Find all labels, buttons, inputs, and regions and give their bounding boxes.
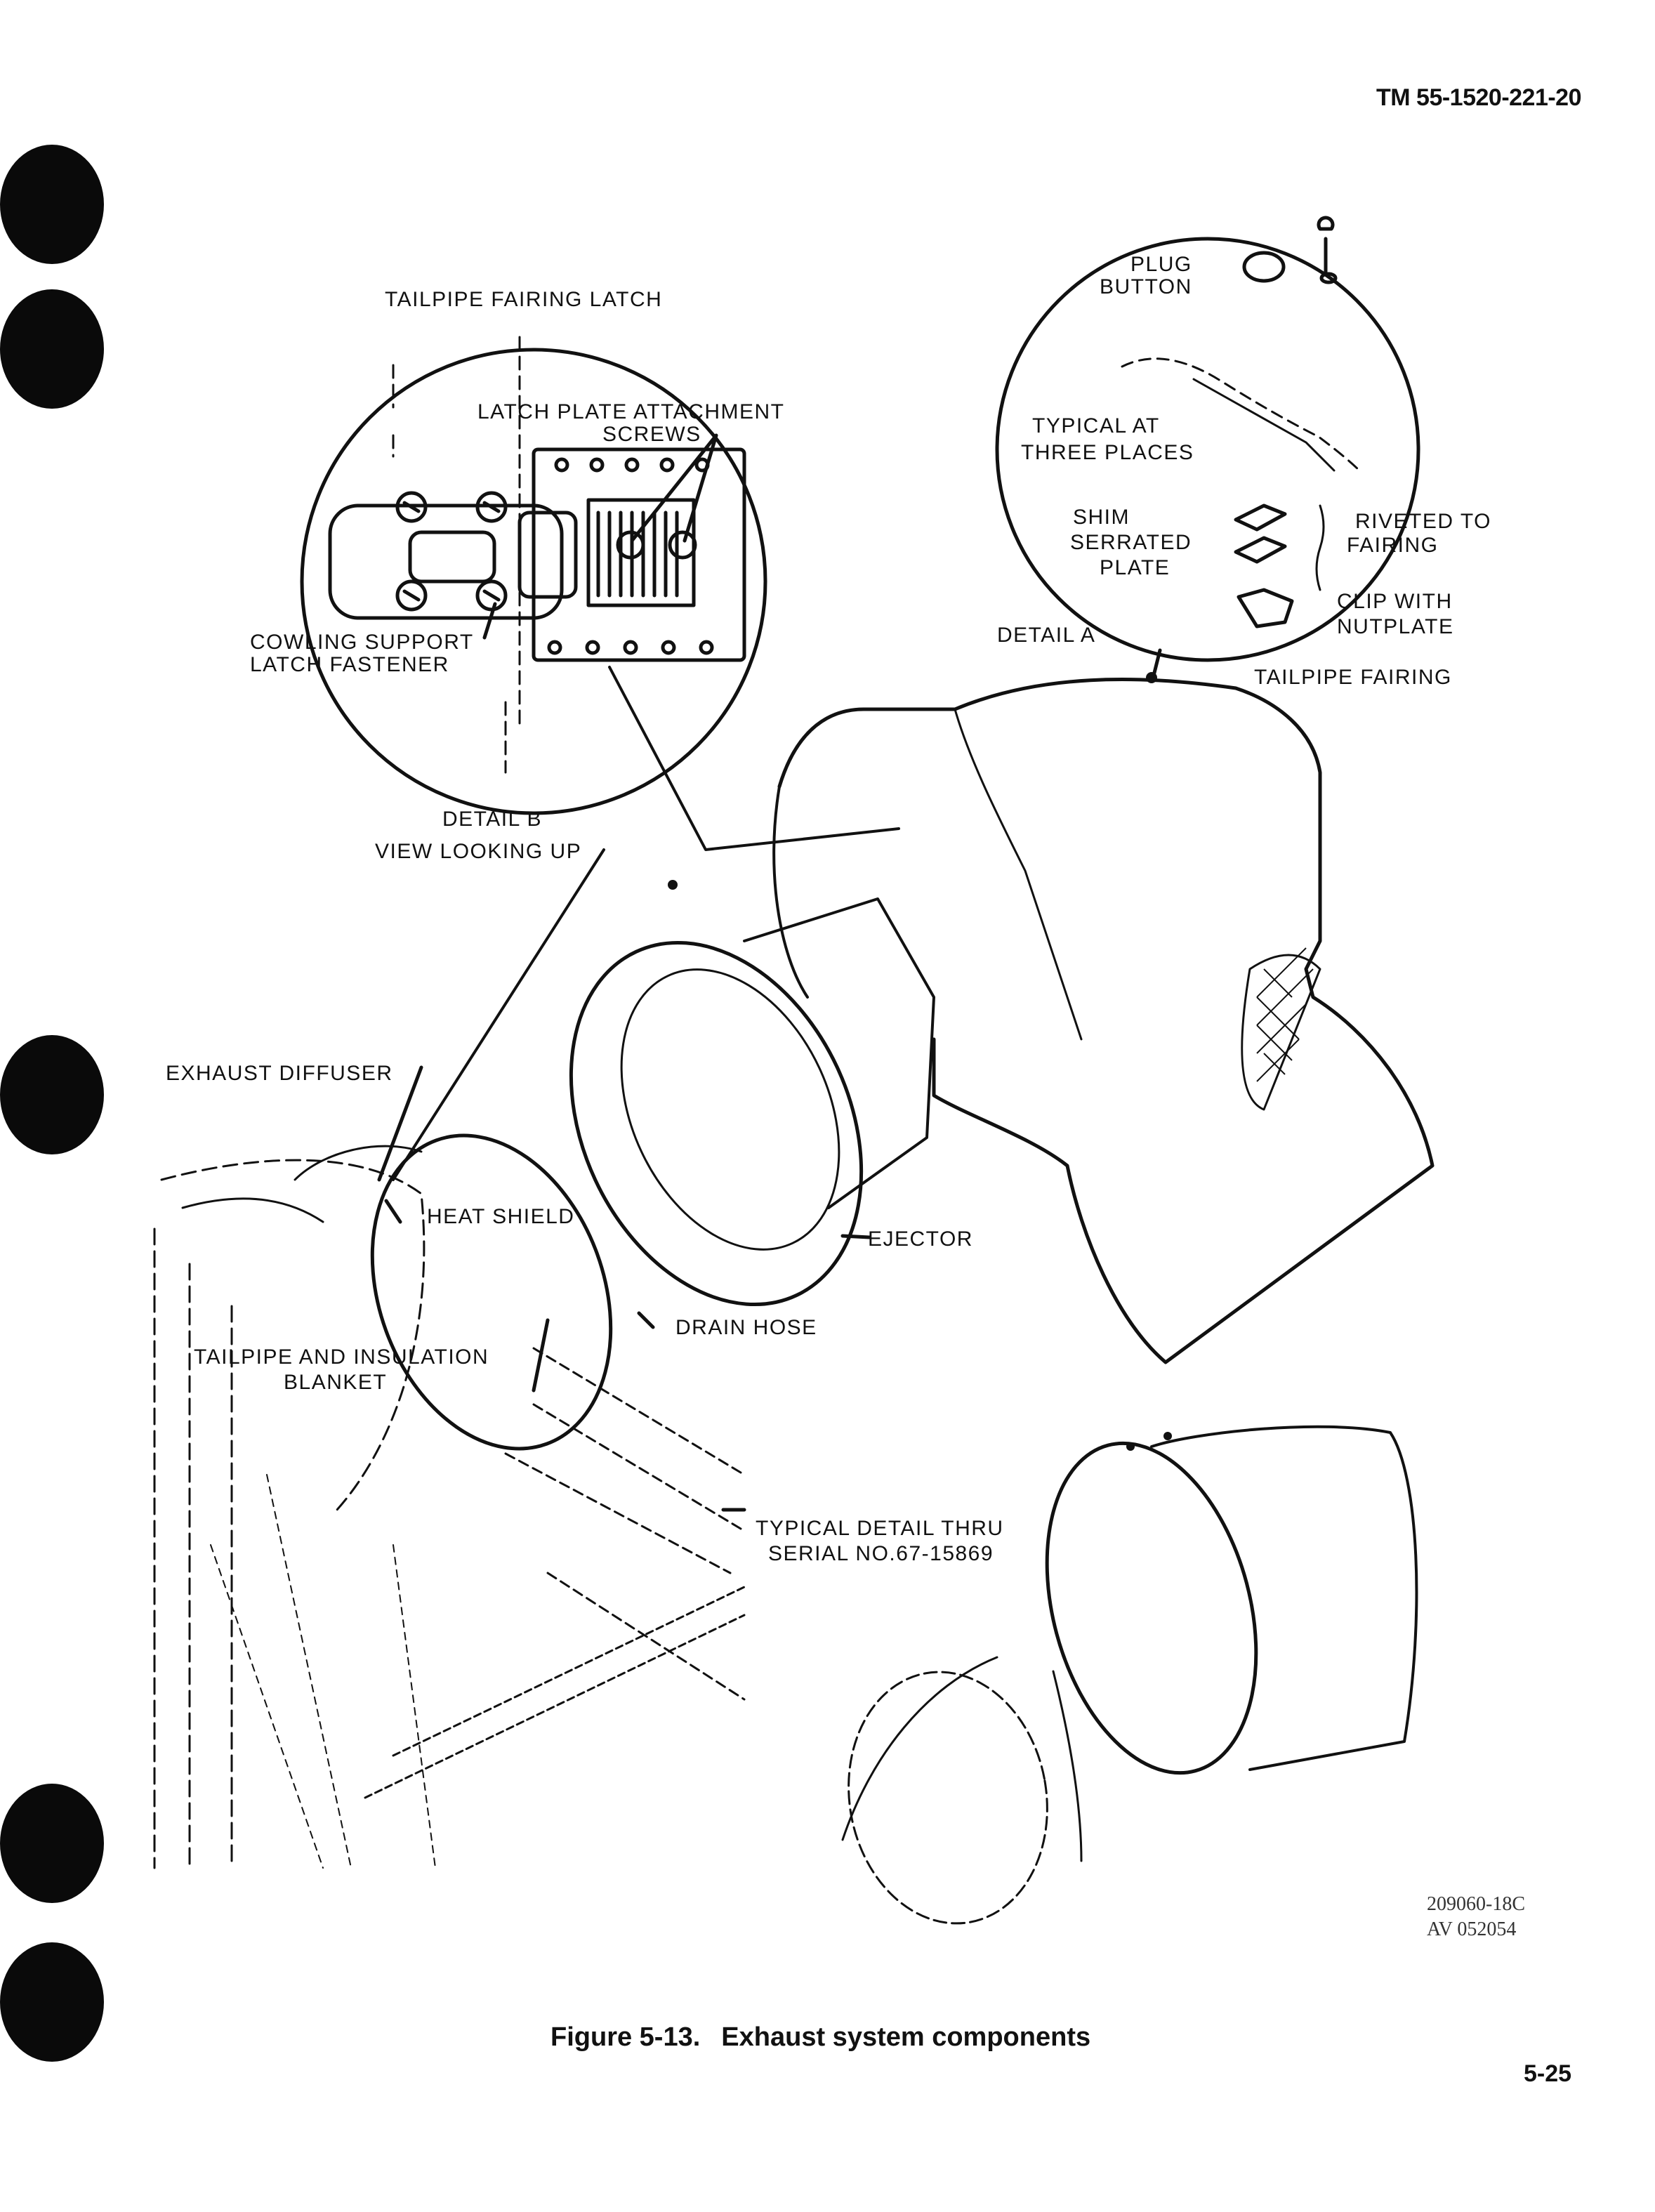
callout-tailpipe-fairing-latch: TAILPIPE FAIRING LATCH xyxy=(385,288,663,311)
callout-detail-a: DETAIL A xyxy=(997,624,1096,647)
callout-cowling-support-line2: LATCH FASTENER xyxy=(250,653,449,676)
page-number: 5-25 xyxy=(1524,2060,1572,2087)
callout-typical-line2: THREE PLACES xyxy=(1021,441,1194,464)
callout-tailpipe-fairing: TAILPIPE FAIRING xyxy=(1254,666,1452,689)
ejector xyxy=(569,940,864,1307)
callout-clip-line1: CLIP WITH xyxy=(1337,590,1453,613)
callout-riveted-line1: RIVETED TO xyxy=(1355,510,1491,533)
callout-tailpipe-insulation-line1: TAILPIPE AND INSULATION xyxy=(194,1345,489,1369)
heat-shield xyxy=(370,1133,613,1451)
tailpipe-fairing xyxy=(777,678,1435,1364)
callout-shim: SHIM xyxy=(1073,506,1130,529)
typical-detail-ejector xyxy=(1045,1441,1258,1775)
latch-body xyxy=(328,503,564,620)
figure-caption: Figure 5-13. Exhaust system components xyxy=(550,2022,1090,2053)
callout-riveted-line2: FAIRING xyxy=(1347,534,1439,557)
punch-hole-4 xyxy=(0,1784,104,1903)
callout-heat-shield: HEAT SHIELD xyxy=(427,1205,575,1228)
callout-latch-plate-line1: LATCH PLATE ATTACHMENT xyxy=(477,400,785,423)
callout-ejector: EJECTOR xyxy=(868,1227,973,1251)
detail-a-circle xyxy=(995,237,1420,662)
callout-plug-button-line1: PLUG xyxy=(1130,253,1192,276)
callout-detail-b-line2: VIEW LOOKING UP xyxy=(375,840,582,863)
callout-serrated-line2: PLATE xyxy=(1100,556,1171,579)
drawing-id: 209060-18C AV 052054 xyxy=(1427,1892,1525,1942)
callout-plug-button-line2: BUTTON xyxy=(1100,275,1192,298)
callout-drain-hose: DRAIN HOSE xyxy=(675,1316,817,1339)
callout-typical-line1: TYPICAL AT xyxy=(1032,414,1160,437)
punch-hole-2 xyxy=(0,289,104,409)
figure-caption-title: Exhaust system components xyxy=(721,2022,1091,2052)
callout-clip-line2: NUTPLATE xyxy=(1337,615,1454,638)
drawing-id-line2: AV 052054 xyxy=(1427,1918,1517,1940)
callout-serrated-line1: SERRATED xyxy=(1070,531,1192,554)
callout-tailpipe-insulation-line2: BLANKET xyxy=(284,1371,388,1394)
latch-plate xyxy=(532,447,746,662)
detail-b-circle xyxy=(300,348,767,815)
punch-hole-1 xyxy=(0,145,104,264)
callout-typical-detail-line1: TYPICAL DETAIL THRU xyxy=(756,1517,1004,1540)
punch-hole-5 xyxy=(0,1942,104,2062)
drawing-id-line1: 209060-18C xyxy=(1427,1893,1525,1915)
callout-cowling-support-line1: COWLING SUPPORT xyxy=(250,631,474,654)
callout-latch-plate-line2: SCREWS xyxy=(602,423,701,446)
document-number: TM 55-1520-221-20 xyxy=(1376,84,1582,111)
punch-hole-3 xyxy=(0,1035,104,1154)
callout-exhaust-diffuser: EXHAUST DIFFUSER xyxy=(166,1062,393,1085)
figure-caption-number: Figure 5-13. xyxy=(550,2022,701,2052)
callout-typical-detail-line2: SERIAL NO.67-15869 xyxy=(768,1542,994,1565)
callout-detail-b-line1: DETAIL B xyxy=(442,808,543,831)
